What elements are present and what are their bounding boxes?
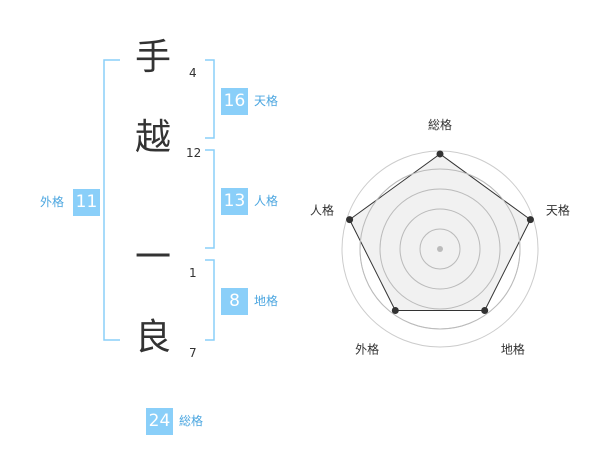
- radar-inner-circle-3: [379, 188, 501, 310]
- soukaku-value-badge: 24: [146, 408, 173, 435]
- stroke-count-4: 7: [189, 346, 197, 360]
- gaikaku-value-badge: 11: [73, 189, 100, 216]
- jinkaku-value-badge: 13: [221, 188, 248, 215]
- radar-inner-circle-4: [359, 168, 521, 330]
- name-char-3: 一: [134, 237, 171, 278]
- radar-data-polygon: [348, 153, 532, 312]
- chikaku-value-badge: 8: [221, 288, 248, 315]
- chikaku-label: 地格: [254, 294, 279, 308]
- radar-point-1: [436, 150, 444, 158]
- soukaku-label: 総格: [179, 414, 204, 428]
- radar-axis-label-5: 人格: [310, 203, 334, 218]
- radar-point-4: [391, 307, 399, 315]
- jinkaku-label: 人格: [254, 194, 279, 208]
- stroke-count-3: 1: [189, 266, 197, 280]
- tenkaku-value-badge: 16: [221, 88, 248, 115]
- radar-axis-label-4: 外格: [355, 341, 379, 356]
- name-char-2: 越: [134, 117, 171, 158]
- radar-inner-circle-2: [399, 208, 481, 290]
- tenkaku-label: 天格: [254, 94, 279, 108]
- radar-point-5: [346, 216, 354, 224]
- radar-axis-label-2: 天格: [546, 203, 570, 218]
- gaikaku-label: 外格: [40, 195, 65, 209]
- radar-axis-label-1: 総格: [428, 117, 452, 132]
- name-char-4: 良: [134, 317, 171, 358]
- radar-point-2: [526, 216, 534, 224]
- name-char-1: 手: [134, 37, 171, 78]
- radar-point-3: [481, 307, 489, 315]
- stroke-count-1: 4: [189, 66, 197, 80]
- tenkaku-bracket: [205, 59, 215, 139]
- kaku-brackets: [103, 59, 215, 341]
- jinkaku-bracket: [205, 149, 215, 249]
- radar-inner-circle-1: [419, 228, 461, 270]
- gaikaku-bracket: [103, 59, 120, 341]
- stroke-count-2: 12: [186, 146, 202, 160]
- chikaku-bracket: [205, 259, 215, 341]
- radar-axis-label-3: 地格: [501, 341, 525, 356]
- radar-center-dot: [437, 246, 443, 252]
